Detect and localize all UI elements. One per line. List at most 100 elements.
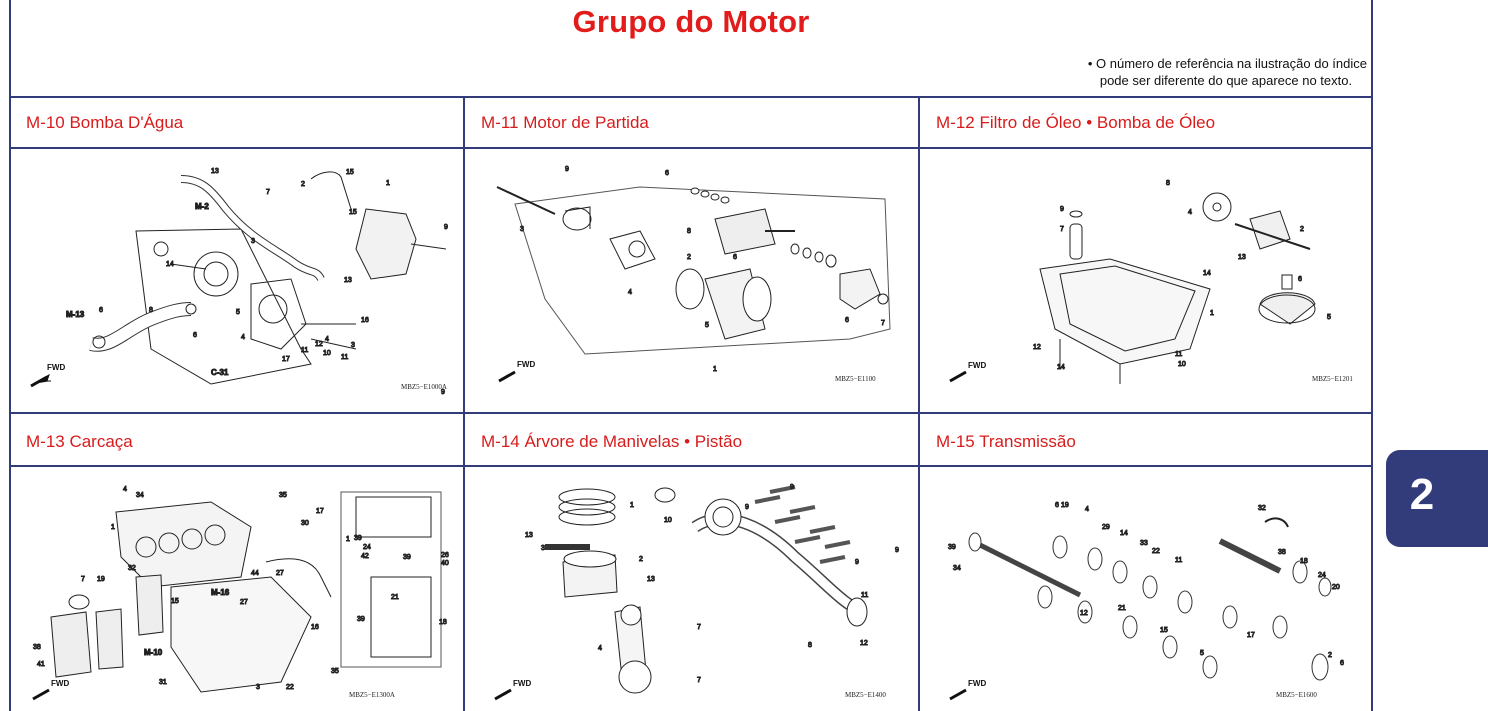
svg-text:29: 29 [1102, 524, 1110, 531]
svg-text:1: 1 [1210, 310, 1214, 317]
svg-text:6: 6 [1340, 660, 1344, 667]
svg-text:13: 13 [525, 532, 533, 539]
fwd-label: FWD [51, 679, 70, 688]
svg-text:7: 7 [697, 677, 701, 684]
svg-text:6: 6 [733, 254, 737, 261]
section-link-m11[interactable]: M-11 Motor de Partida [481, 113, 649, 132]
svg-text:38: 38 [1278, 549, 1286, 556]
svg-text:6: 6 [665, 170, 669, 177]
svg-text:7: 7 [697, 624, 701, 631]
grid-line [11, 412, 1371, 414]
svg-text:20: 20 [1332, 584, 1340, 591]
svg-text:35: 35 [279, 492, 287, 499]
svg-text:13: 13 [344, 277, 352, 284]
svg-text:26: 26 [441, 552, 449, 559]
diagram-code: MBZ5−E1400 [845, 691, 886, 699]
svg-text:4: 4 [123, 486, 127, 493]
svg-text:38: 38 [33, 644, 41, 651]
svg-text:7: 7 [1060, 226, 1064, 233]
page-frame [9, 0, 1373, 711]
svg-text:12: 12 [1033, 344, 1041, 351]
svg-text:6: 6 [99, 307, 103, 314]
svg-text:10: 10 [1178, 361, 1186, 368]
svg-text:M-13: M-13 [66, 310, 85, 319]
svg-text:9: 9 [790, 484, 794, 491]
grid-line [918, 96, 920, 711]
svg-text:3: 3 [541, 545, 545, 552]
reference-note-line-1: • O número de referência na ilustração d… [1087, 56, 1367, 71]
diagram-code: MBZ5−E1600 [1276, 691, 1317, 699]
chapter-tab-number: 2 [1409, 470, 1435, 519]
svg-text:18: 18 [1300, 558, 1308, 565]
svg-text:C-31: C-31 [211, 368, 229, 377]
svg-text:17: 17 [1247, 632, 1255, 639]
svg-text:1: 1 [713, 366, 717, 373]
svg-text:24: 24 [1318, 572, 1326, 579]
fwd-label: FWD [513, 679, 532, 688]
svg-text:3: 3 [251, 238, 255, 245]
svg-text:9: 9 [565, 166, 569, 173]
svg-text:19: 19 [1061, 502, 1069, 509]
svg-text:5: 5 [236, 309, 240, 316]
svg-text:22: 22 [1152, 548, 1160, 555]
svg-text:4: 4 [241, 334, 245, 341]
svg-text:39: 39 [948, 544, 956, 551]
section-grid: M-10 Bomba D'Água M-11 Motor de Partida … [11, 96, 1371, 711]
svg-text:4: 4 [1085, 506, 1089, 513]
svg-text:16: 16 [311, 624, 319, 631]
svg-text:12: 12 [1080, 610, 1088, 617]
page-title: Grupo do Motor [572, 4, 810, 39]
svg-text:14: 14 [1203, 270, 1211, 277]
grid-line [11, 96, 1371, 98]
page-header: Grupo do Motor • O número de referência … [11, 0, 1371, 96]
diagram-code: MBZ5−E1201 [1312, 375, 1353, 383]
svg-text:2: 2 [301, 181, 305, 188]
svg-text:1: 1 [386, 180, 390, 187]
svg-text:7: 7 [81, 576, 85, 583]
svg-text:M-2: M-2 [195, 202, 209, 211]
svg-text:9: 9 [1060, 206, 1064, 213]
svg-text:14: 14 [1120, 530, 1128, 537]
section-link-m15[interactable]: M-15 Transmissão [936, 432, 1076, 451]
svg-text:1: 1 [346, 536, 350, 543]
svg-text:18: 18 [439, 619, 447, 626]
svg-text:31: 31 [159, 679, 167, 686]
reference-note-line-2: pode ser diferente do que aparece no tex… [1099, 73, 1353, 88]
fwd-label: FWD [968, 679, 987, 688]
svg-text:22: 22 [286, 684, 294, 691]
fwd-label: FWD [47, 363, 66, 372]
reference-note: • O número de referência na ilustração d… [1088, 55, 1367, 89]
svg-text:6: 6 [845, 317, 849, 324]
section-link-m14[interactable]: M-14 Árvore de Manivelas • Pistão [481, 432, 743, 451]
svg-text:5: 5 [1327, 314, 1331, 321]
svg-text:2: 2 [639, 556, 643, 563]
diagram-code: MBZ5−E1000A [401, 383, 447, 391]
fwd-label: FWD [968, 361, 987, 370]
svg-text:1: 1 [111, 524, 115, 531]
svg-text:15: 15 [1160, 627, 1168, 634]
svg-text:32: 32 [1258, 505, 1266, 512]
svg-text:1: 1 [630, 502, 634, 509]
svg-text:21: 21 [391, 594, 399, 601]
section-link-m12[interactable]: M-12 Filtro de Óleo • Bomba de Óleo [936, 113, 1216, 132]
svg-text:39: 39 [357, 616, 365, 623]
svg-text:12: 12 [860, 640, 868, 647]
section-link-m13[interactable]: M-13 Carcaça [26, 432, 133, 451]
svg-text:39: 39 [354, 535, 362, 542]
svg-text:8: 8 [687, 228, 691, 235]
svg-text:5: 5 [1200, 650, 1204, 657]
chapter-tab[interactable]: 2 [1386, 450, 1488, 547]
svg-text:13: 13 [1238, 254, 1246, 261]
svg-text:40: 40 [441, 560, 449, 567]
grid-line [11, 465, 1371, 467]
svg-text:24: 24 [363, 544, 371, 551]
section-link-m10[interactable]: M-10 Bomba D'Água [26, 113, 184, 132]
svg-text:M-10: M-10 [144, 648, 163, 657]
svg-text:44: 44 [251, 570, 259, 577]
